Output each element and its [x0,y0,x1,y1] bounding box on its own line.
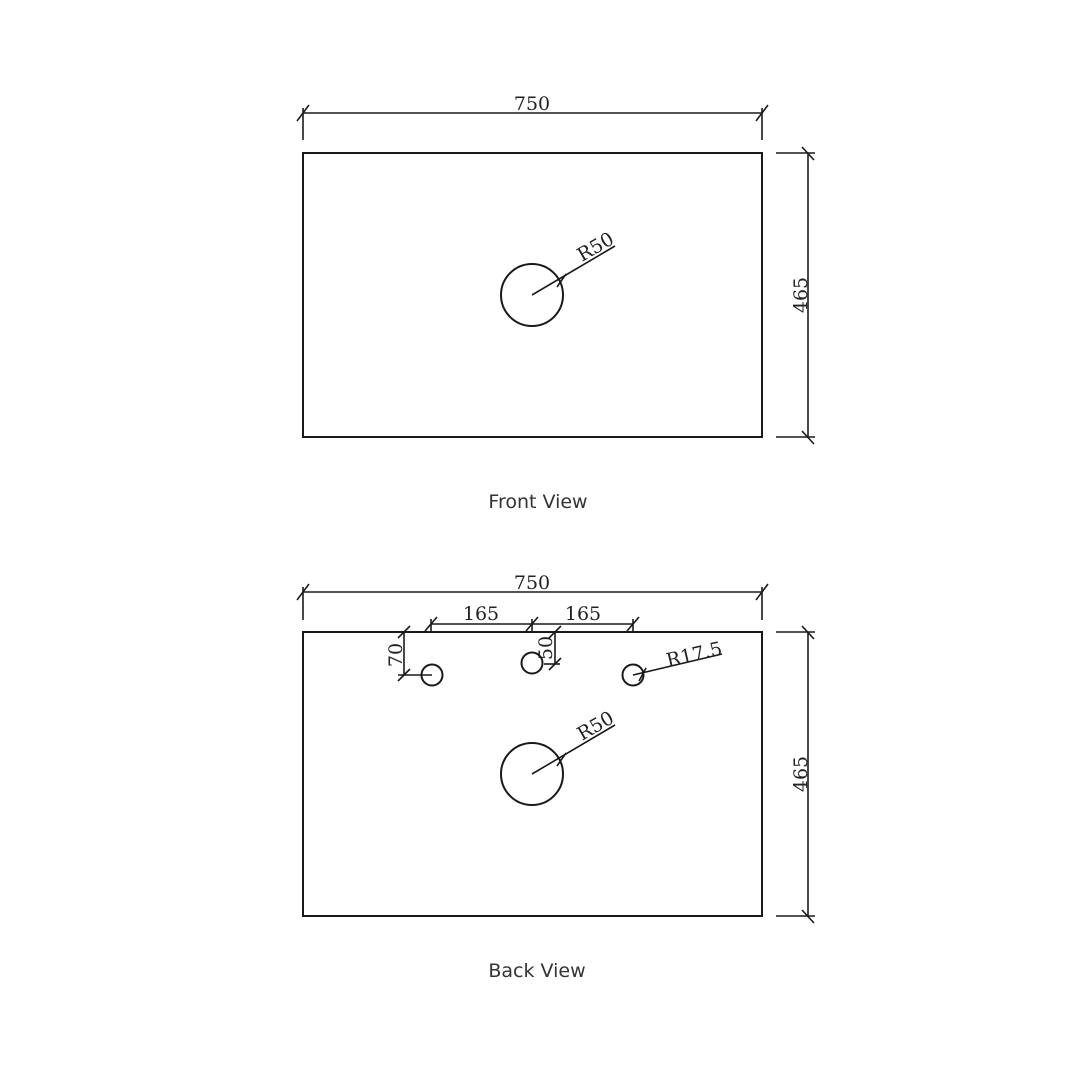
front-main-hole-label: R50 [574,228,618,266]
front-height-label: 465 [790,277,812,313]
front-main-hole [500,263,564,327]
front-radius-leader: R50 [531,228,618,296]
back-radius-leader: R50 [531,707,618,775]
back-right-spacing-label: 165 [565,603,601,625]
back-tap-hole-label: R17.5 [664,638,724,672]
front-view: 750 465 R50 Front View [296,93,815,513]
back-left-spacing-label: 165 [463,603,499,625]
front-view-caption: Front View [488,491,587,513]
back-height-label: 465 [790,756,812,792]
front-width-dimension: 750 [296,93,769,140]
back-tap-hole-center [520,651,544,675]
back-height-dimension: 465 [776,625,815,924]
back-width-dimension: 750 [296,572,769,620]
back-left-offset-dimension: 70 [385,625,432,682]
back-tap-hole-left [420,663,444,687]
back-center-offset-dimension: 50 [535,625,562,671]
front-height-dimension: 465 [776,146,815,445]
back-center-offset-label: 50 [535,636,557,660]
back-tap-hole-right [621,663,645,687]
back-tap-radius-leader: R17.5 [632,638,724,682]
front-panel-outline [302,152,763,438]
back-main-hole-label: R50 [574,707,618,745]
back-spacing-dimension: 165 165 [424,603,640,632]
back-width-label: 750 [514,572,550,594]
back-panel-outline [302,631,763,917]
back-main-hole [500,742,564,806]
front-width-label: 750 [514,93,550,115]
back-view: 750 165 165 70 [296,572,815,982]
back-left-offset-label: 70 [385,643,407,667]
back-view-caption: Back View [488,960,585,982]
